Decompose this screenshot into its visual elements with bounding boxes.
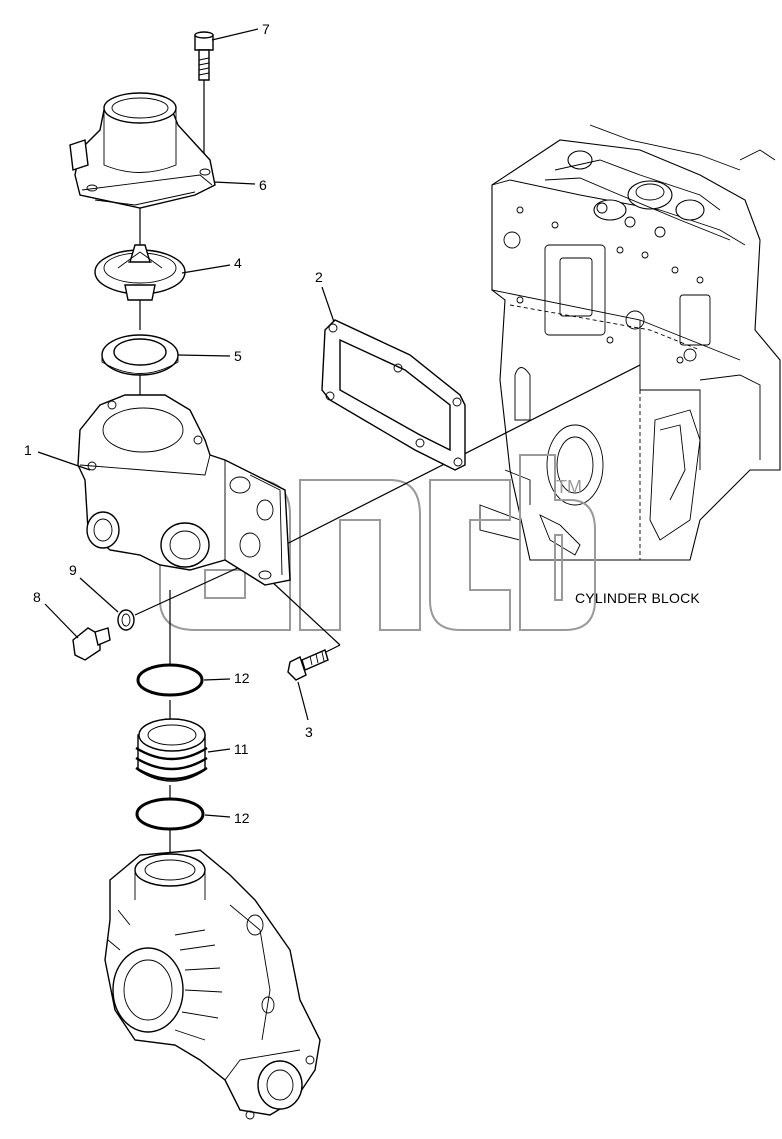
callout-1: 1	[24, 442, 32, 458]
o-ring-12-upper	[136, 663, 204, 697]
callout-11: 11	[234, 741, 249, 757]
callout-5: 5	[234, 348, 242, 364]
thermostat-cover-6	[69, 92, 216, 209]
callout-leaders	[37, 28, 335, 818]
cylinder-block	[479, 124, 781, 561]
callout-4: 4	[234, 255, 242, 271]
callout-12-upper: 12	[234, 670, 250, 686]
callout-8: 8	[33, 589, 41, 605]
thermostat-4	[94, 244, 186, 301]
callout-7: 7	[262, 21, 270, 37]
watermark-tm: TM	[556, 477, 582, 497]
callout-6: 6	[259, 177, 267, 193]
plug-8	[72, 627, 111, 661]
callout-3: 3	[305, 724, 313, 740]
callout-12-lower: 12	[234, 810, 250, 826]
thermostat-housing-1	[77, 394, 291, 586]
gasket-2	[321, 319, 466, 471]
cylinder-block-label: CYLINDER BLOCK	[575, 590, 700, 606]
bolt-3	[287, 649, 329, 681]
callout-9: 9	[69, 562, 77, 578]
connector-11	[135, 718, 208, 782]
washer-9	[117, 609, 135, 631]
callout-2: 2	[315, 269, 323, 285]
bolt-7	[194, 31, 214, 81]
o-ring-12-lower	[135, 797, 205, 831]
water-pump	[104, 849, 321, 1120]
seal-5	[101, 334, 179, 376]
